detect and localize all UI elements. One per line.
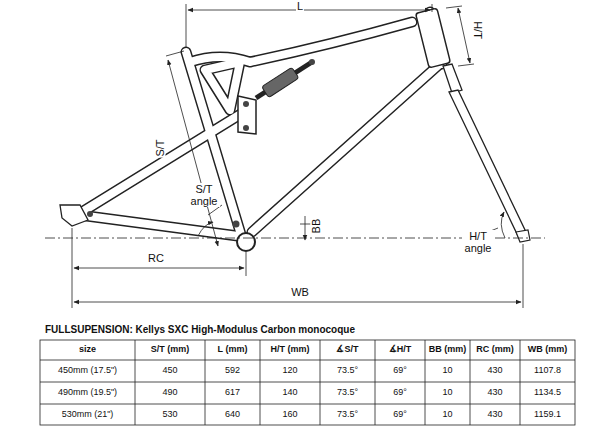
table-cell: 530	[162, 410, 177, 420]
dimension-label: RC	[147, 252, 165, 264]
table-header: S/T (mm)	[151, 345, 190, 355]
table-cell: 10	[442, 366, 452, 376]
table-cell: 450mm (17.5")	[58, 366, 117, 376]
table-cell: 640	[225, 410, 240, 420]
dimension-label: L	[296, 0, 304, 12]
table-header: RC (mm)	[476, 345, 514, 355]
table-header: WB (mm)	[528, 345, 568, 355]
dimension-label: S/T angle	[188, 183, 220, 207]
table-cell: 430	[487, 388, 502, 398]
table-header: H/T (mm)	[271, 345, 310, 355]
table-cell: 1107.8	[534, 366, 561, 376]
table-cell: 140	[282, 388, 297, 398]
table-cell: 69°	[393, 366, 407, 376]
table-cell: 430	[487, 366, 502, 376]
table-cell: 592	[225, 366, 240, 376]
table-cell: 430	[487, 410, 502, 420]
table-header: size	[79, 345, 96, 355]
table-cell: 73.5°	[337, 388, 358, 398]
table-cell: 490mm (19.5")	[58, 388, 117, 398]
table-cell: 10	[442, 410, 452, 420]
table-cell: 490	[162, 388, 177, 398]
table-header: ∡S/T	[336, 345, 358, 355]
table-title: FULLSUPENSION: Kellys SXC High-Modulus C…	[45, 324, 355, 335]
table-cell: 1134.5	[534, 388, 561, 398]
table-cell: 69°	[393, 388, 407, 398]
table-header: ∡H/T	[389, 345, 412, 355]
dimension-label: H/T	[472, 20, 484, 40]
table-cell: 120	[282, 366, 297, 376]
table-cell: 530mm (21")	[62, 410, 114, 420]
table-cell: 69°	[393, 410, 407, 420]
table-header: L (mm)	[218, 345, 248, 355]
table-cell: 73.5°	[337, 410, 358, 420]
table-cell: 1159.1	[534, 410, 561, 420]
dimension-label: BB	[310, 218, 322, 235]
table-cell: 450	[162, 366, 177, 376]
dimension-label: H/T angle	[462, 230, 494, 254]
table-cell: 617	[225, 388, 240, 398]
table-cell: 160	[282, 410, 297, 420]
dimension-label: WB	[290, 286, 310, 298]
table-cell: 73.5°	[337, 366, 358, 376]
table-cell: 10	[442, 388, 452, 398]
dimension-label: S/T	[154, 138, 166, 157]
table-header: BB (mm)	[429, 345, 467, 355]
